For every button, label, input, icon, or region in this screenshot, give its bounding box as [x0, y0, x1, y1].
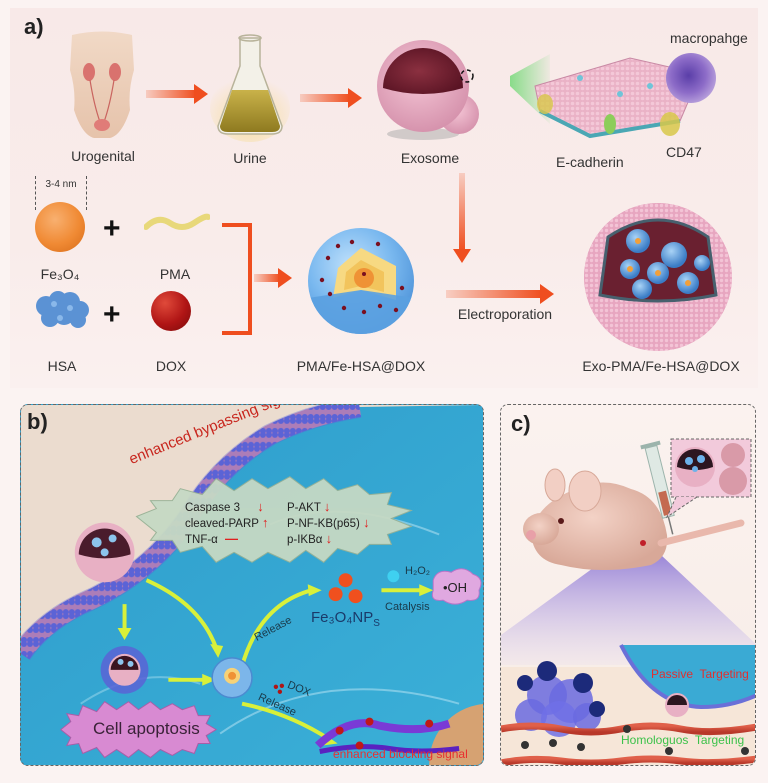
- marker-cleaved-parp: cleaved-PARP ↑: [185, 515, 269, 530]
- dox-label: DOX: [155, 358, 187, 374]
- marker-p-ikb-alpha: p-IKBα ↓: [287, 531, 333, 546]
- exosome-label: Exosome: [400, 150, 460, 166]
- fe3o4-label: Fe₃O₄: [40, 266, 80, 282]
- urine-label: Urine: [233, 150, 267, 166]
- panel-a-label: a): [24, 14, 44, 39]
- down-arrow-icon: ↓: [257, 499, 264, 514]
- urogenital-torso-illustration: [70, 31, 134, 138]
- nanoparticle-label: PMA/Fe-HSA@DOX: [296, 358, 426, 374]
- down-arrow-icon: ↓: [325, 531, 333, 546]
- cd47-label: CD47: [666, 144, 702, 160]
- blocking-signal-label: enhanced blocking signal: [333, 747, 468, 761]
- cell-scene-background: [21, 405, 483, 765]
- down-arrow-icon: ↓: [363, 515, 370, 530]
- arrow-to-nanoparticle: [254, 268, 292, 288]
- h2o2-label: H₂O₂: [405, 565, 431, 577]
- arrow-exosome-down: [453, 173, 471, 263]
- up-arrow-icon: ↑: [261, 515, 269, 530]
- marker-tnf-alpha: TNF-α —: [185, 531, 239, 546]
- size-indicator: 3-4 nm: [35, 176, 87, 210]
- pma-polymer-illustration: [144, 213, 210, 230]
- marker-p-akt: P-AKT ↓: [287, 499, 331, 514]
- dox-molecule-illustration: [151, 291, 191, 331]
- macrophage-label: macropahge: [670, 30, 748, 46]
- marker-caspase3: Caspase 3 ↓: [185, 499, 264, 514]
- panel-c: c) Passive Targeting Homologuos Targetin…: [500, 404, 756, 766]
- electroporation-label: Electroporation: [457, 306, 553, 322]
- plus-sign-2: +: [103, 298, 121, 331]
- exosome-illustration: [377, 40, 479, 140]
- macrophage-illustration: [666, 53, 716, 103]
- cell-apoptosis-label: Cell apoptosis: [93, 719, 200, 738]
- arrow-electroporation: [446, 284, 554, 304]
- nanoparticle-illustration: [308, 228, 414, 334]
- membrane-patch-illustration: [510, 54, 701, 139]
- final-product-label: Exo-PMA/Fe-HSA@DOX: [582, 358, 740, 374]
- combine-bracket: [222, 223, 252, 335]
- exo-product-illustration: [584, 203, 732, 351]
- fe3o4-nps-label: Fe₃O₄NPS: [311, 609, 380, 629]
- arrow-urine-to-exosome: [300, 88, 362, 108]
- pma-label: PMA: [159, 266, 191, 282]
- panel-b: b) enhanced bypassing signal Caspase 3 ↓…: [20, 404, 484, 766]
- unchanged-dash-icon: —: [225, 531, 239, 546]
- markers-burst: [135, 476, 413, 563]
- hsa-label: HSA: [47, 358, 77, 374]
- panel-c-label: c): [511, 411, 531, 436]
- down-arrow-icon: ↓: [323, 499, 331, 514]
- homologous-targeting-label: Homologuos Targeting: [621, 733, 745, 747]
- hydroxyl-radical-label: •OH: [443, 580, 468, 595]
- plus-sign-1: +: [103, 212, 121, 245]
- catalysis-label: Catalysis: [385, 601, 430, 613]
- cell-apoptosis-burst: [60, 701, 218, 759]
- e-cadherin-label: E-cadherin: [556, 154, 624, 170]
- urine-flask-illustration: [210, 34, 290, 142]
- panel-b-label: b): [27, 409, 48, 434]
- arrow-urogenital-to-urine: [146, 84, 208, 104]
- passive-targeting-label: Passive Targeting: [651, 667, 749, 681]
- marker-p-nf-kb: P-NF-KB(p65) ↓: [287, 515, 370, 530]
- panel-a: a) Urogenital Urine: [10, 8, 758, 388]
- in-vivo-scene: [501, 438, 755, 765]
- fe3o4-particle-illustration: [35, 202, 85, 252]
- urogenital-label: Urogenital: [71, 148, 135, 164]
- hsa-protein-illustration: [36, 291, 89, 328]
